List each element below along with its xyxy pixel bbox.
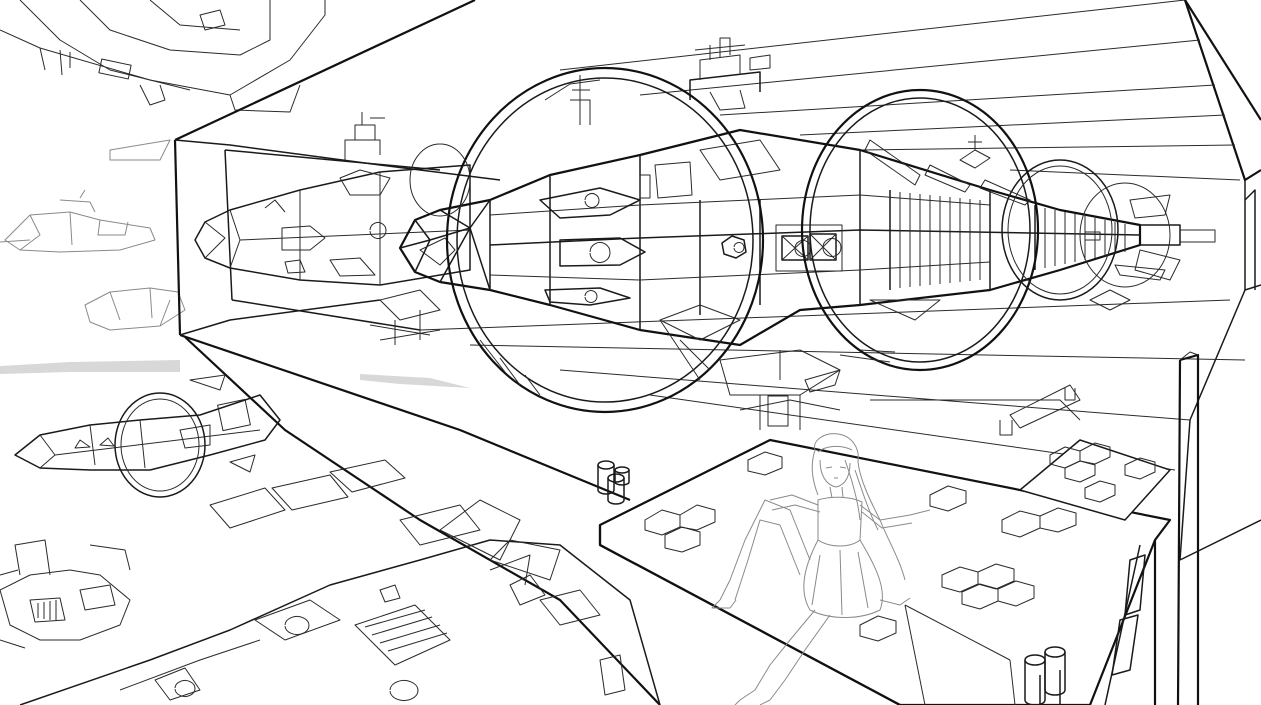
background-ship-left-ring bbox=[14, 374, 281, 498]
platform bbox=[598, 351, 1200, 705]
ring-middle bbox=[800, 88, 1040, 372]
hex-pattern bbox=[644, 442, 1156, 642]
hangar-structure bbox=[173, 0, 1261, 705]
railing bbox=[904, 604, 1016, 705]
dock-floor-lower bbox=[19, 499, 661, 705]
haze-band bbox=[0, 360, 180, 374]
girl-figure bbox=[711, 433, 931, 705]
scaffolding bbox=[369, 289, 841, 430]
dock-machinery-left bbox=[0, 539, 131, 649]
background-ship-left-small bbox=[0, 189, 156, 253]
ring-front bbox=[445, 66, 765, 414]
floor-tiles bbox=[209, 459, 406, 529]
right-structures bbox=[959, 135, 1181, 311]
haze-band-2 bbox=[360, 374, 470, 388]
ring-rear bbox=[409, 143, 1171, 301]
main-battleship bbox=[398, 37, 1216, 347]
cylinders bbox=[597, 460, 1066, 705]
background-ship-left-mid bbox=[84, 139, 186, 331]
hangar-ship-rear bbox=[194, 112, 471, 286]
background-ship-top-left bbox=[0, 0, 326, 113]
